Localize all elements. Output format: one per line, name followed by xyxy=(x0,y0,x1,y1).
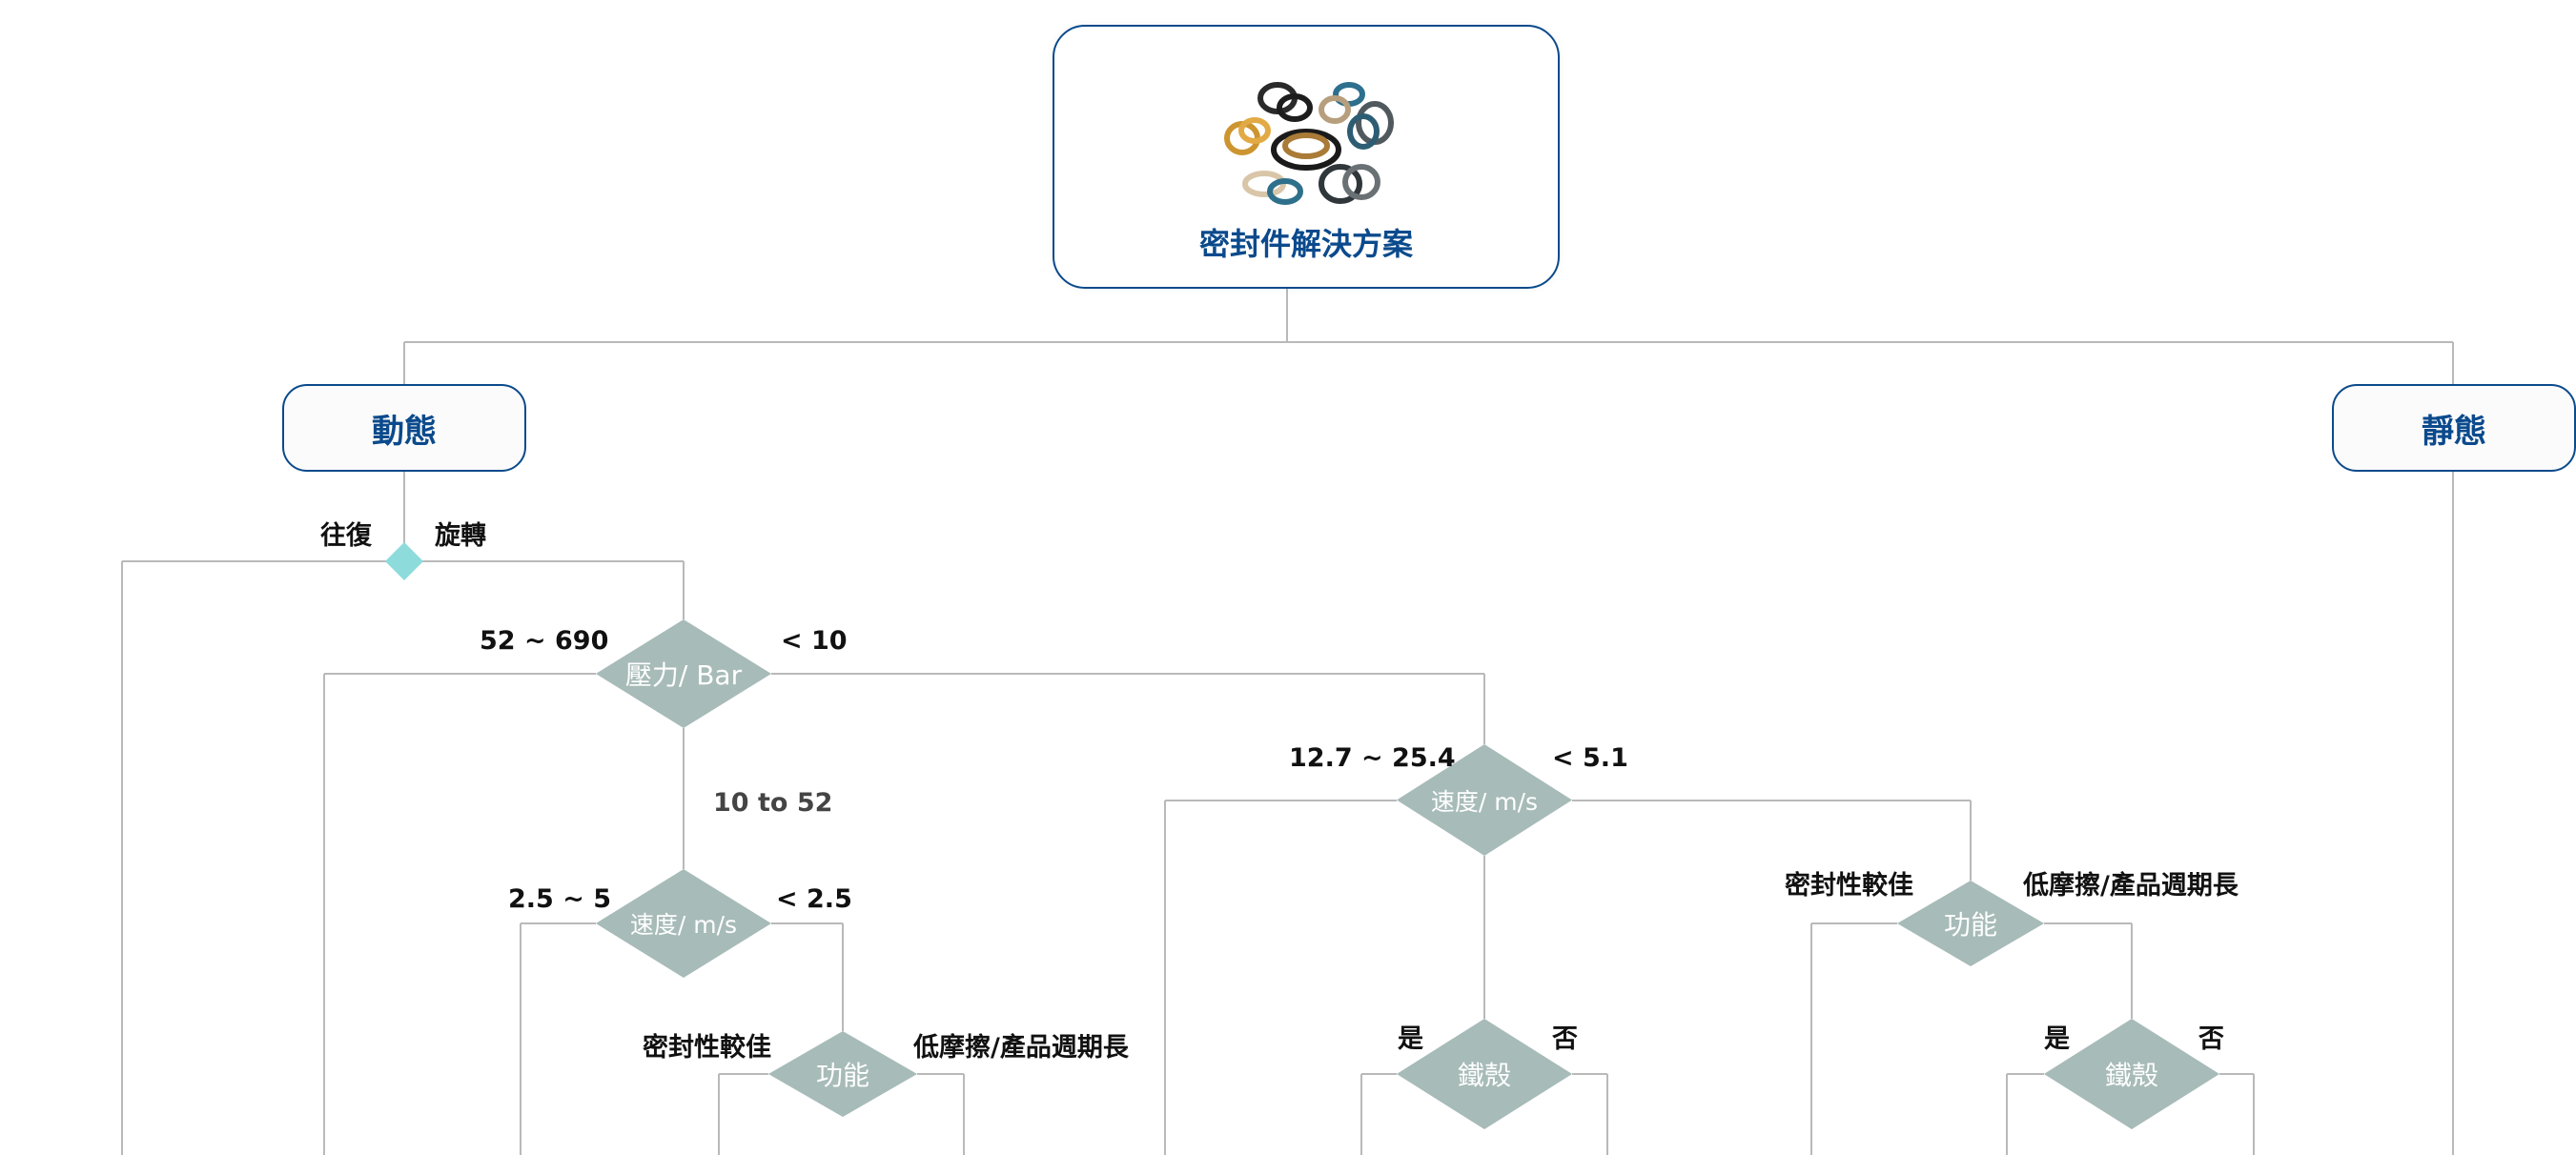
metal-case-middle-yes-label: 是 xyxy=(1398,1024,1423,1054)
pressure-high-label: 52 ~ 690 xyxy=(480,626,609,656)
metal-case-right-no-label: 否 xyxy=(2198,1024,2224,1054)
decision-function-reciprocating-label: 功能 xyxy=(815,1060,869,1091)
pressure-mid-label: 10 to 52 xyxy=(713,788,833,818)
decision-metal-case-middle-label: 鐵殼 xyxy=(1457,1060,1511,1091)
decision-speed-rotary-label: 速度/ m/s xyxy=(1430,787,1539,816)
decision-metal-case-middle: 鐵殼 xyxy=(1397,1019,1572,1129)
function-rotary-seal-label: 密封性較佳 xyxy=(1785,871,1913,901)
rotary-label: 旋轉 xyxy=(435,521,486,551)
speed-rotary-high-label: 12.7 ~ 25.4 xyxy=(1289,743,1456,773)
metal-case-right-yes-label: 是 xyxy=(2044,1024,2070,1054)
decision-function-rotary: 功能 xyxy=(1897,881,2044,966)
metal-case-middle-no-label: 否 xyxy=(1552,1024,1578,1054)
speed-reciprocating-low-label: < 2.5 xyxy=(776,884,852,914)
decision-pressure: 壓力/ Bar xyxy=(596,619,771,728)
dynamic-branch-box: 動態 xyxy=(282,384,526,472)
decision-metal-case-right: 鐵殼 xyxy=(2044,1019,2219,1129)
decision-function-reciprocating: 功能 xyxy=(768,1031,917,1117)
decision-speed-rotary: 速度/ m/s xyxy=(1397,744,1572,856)
decision-speed-reciprocating-label: 速度/ m/s xyxy=(629,911,738,939)
seal-rings-image xyxy=(1211,71,1401,214)
static-branch-box: 靜態 xyxy=(2332,384,2576,472)
dynamic-branch-label: 動態 xyxy=(372,412,437,451)
decision-speed-reciprocating: 速度/ m/s xyxy=(596,869,771,978)
speed-reciprocating-high-label: 2.5 ~ 5 xyxy=(508,884,612,914)
function-reciprocating-friction-label: 低摩擦/產品週期長 xyxy=(913,1033,1129,1063)
decision-function-rotary-label: 功能 xyxy=(1943,909,1997,941)
function-reciprocating-seal-label: 密封性較佳 xyxy=(643,1033,771,1063)
speed-rotary-low-label: < 5.1 xyxy=(1552,743,1628,773)
pressure-low-label: < 10 xyxy=(781,626,848,656)
decision-metal-case-right-label: 鐵殼 xyxy=(2104,1060,2158,1091)
root-node: 密封件解決方案 xyxy=(1053,25,1560,289)
function-rotary-friction-label: 低摩擦/產品週期長 xyxy=(2023,871,2239,901)
decision-pressure-label: 壓力/ Bar xyxy=(624,659,743,691)
static-branch-label: 靜態 xyxy=(2422,412,2486,451)
reciprocating-label: 往復 xyxy=(320,521,372,551)
split-marker xyxy=(385,542,423,580)
root-title: 密封件解決方案 xyxy=(1198,225,1413,262)
